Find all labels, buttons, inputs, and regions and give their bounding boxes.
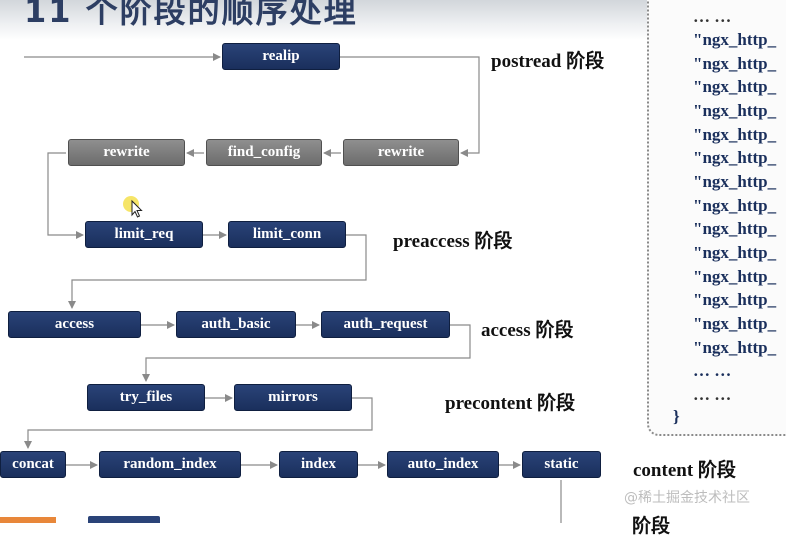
arrow-to-concat <box>24 397 373 449</box>
phase-label-log: 阶段 <box>632 516 671 537</box>
module-auth-basic: auth_basic <box>176 311 296 338</box>
module-auth-request: auth_request <box>321 311 450 338</box>
code-line: "ngx_http_ <box>693 290 777 309</box>
code-line: "ngx_http_ <box>693 125 777 144</box>
arrow-to-limitreq <box>47 152 84 239</box>
arrow-realip-rewrite <box>340 56 480 157</box>
arrow-to-tryfiles <box>142 324 471 382</box>
module-limit-conn: limit_conn <box>228 221 346 248</box>
module-concat: concat <box>0 451 66 478</box>
module-limit-req: limit_req <box>85 221 203 248</box>
module-rewrite-server: rewrite <box>343 139 459 166</box>
module-index: index <box>279 451 358 478</box>
module-box-partial <box>88 516 160 523</box>
slide-title: 11 个阶段的顺序处理 <box>24 0 358 30</box>
module-mirrors: mirrors <box>234 384 352 411</box>
bottom-accent-bar <box>0 517 56 523</box>
module-access: access <box>8 311 141 338</box>
code-line: "ngx_http_ <box>693 338 777 357</box>
module-find-config: find_config <box>206 139 322 166</box>
code-line: … … <box>693 7 732 26</box>
code-line: … … <box>693 385 732 404</box>
arrow-to-access <box>68 234 367 309</box>
code-line: "ngx_http_ <box>693 314 777 333</box>
watermark: @稀土掘金技术社区 <box>624 490 750 506</box>
code-line: "ngx_http_ <box>693 267 777 286</box>
module-realip: realip <box>222 43 340 70</box>
mouse-cursor-icon <box>123 196 143 218</box>
code-line: "ngx_http_ <box>693 243 777 262</box>
module-rewrite-location: rewrite <box>68 139 185 166</box>
code-line: "ngx_http_ <box>693 148 777 167</box>
module-try-files: try_files <box>87 384 205 411</box>
module-random-index: random_index <box>99 451 241 478</box>
code-line: "ngx_http_ <box>693 77 777 96</box>
module-auto-index: auto_index <box>387 451 499 478</box>
code-line: … … <box>693 361 732 380</box>
code-line: "ngx_http_ <box>693 196 777 215</box>
phase-label-preaccess: preaccess 阶段 <box>393 231 513 252</box>
flow-connectors <box>24 53 562 523</box>
phase-label-precontent: precontent 阶段 <box>445 393 575 414</box>
code-line: "ngx_http_ <box>693 54 777 73</box>
module-static: static <box>522 451 601 478</box>
code-panel <box>647 0 786 436</box>
code-line: "ngx_http_ <box>693 219 777 238</box>
phase-label-content: content 阶段 <box>633 460 736 481</box>
code-line: "ngx_http_ <box>693 30 777 49</box>
phase-label-access: access 阶段 <box>481 320 574 341</box>
code-line: "ngx_http_ <box>693 101 777 120</box>
closing-brace: } <box>673 407 680 426</box>
phase-label-postread: postread 阶段 <box>491 51 605 72</box>
code-line: "ngx_http_ <box>693 172 777 191</box>
